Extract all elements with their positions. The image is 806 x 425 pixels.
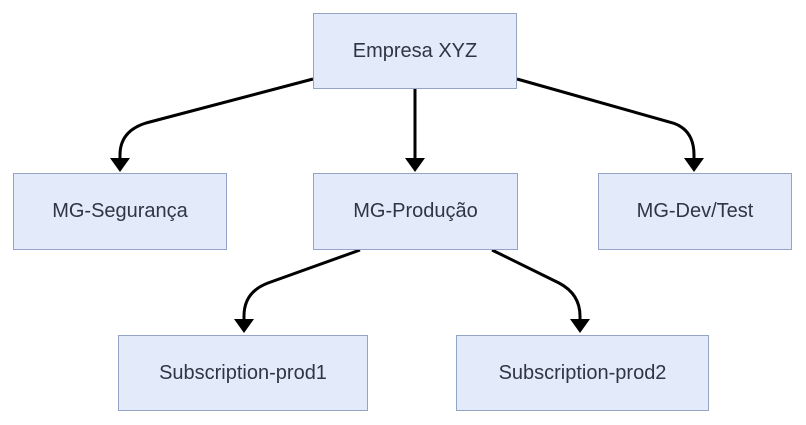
node-mg-devtest: MG-Dev/Test — [598, 173, 792, 250]
arrowhead-mg-devtest — [684, 158, 704, 172]
node-mg-seguranca: MG-Segurança — [13, 173, 227, 250]
node-label: MG-Segurança — [52, 200, 188, 222]
arrowhead-sub2 — [570, 319, 590, 333]
node-label: MG-Produção — [353, 200, 478, 222]
edge-producao-to-sub2 — [491, 248, 582, 322]
arrowhead-mg-producao — [405, 158, 425, 172]
node-label: Subscription-prod1 — [159, 361, 327, 384]
node-label: Subscription-prod2 — [498, 361, 667, 384]
edge-root-to-mg-seguranca — [118, 77, 314, 161]
edge-root-to-mg-devtest — [516, 77, 696, 161]
node-subscription-prod1: Subscription-prod1 — [118, 335, 368, 411]
node-mg-producao: MG-Produção — [313, 173, 518, 250]
edge-producao-to-sub1 — [242, 248, 361, 322]
arrowhead-mg-seguranca — [110, 158, 130, 172]
node-subscription-prod2: Subscription-prod2 — [456, 335, 709, 411]
node-empresa-xyz: Empresa XYZ — [313, 13, 517, 89]
node-label: MG-Dev/Test — [636, 200, 754, 222]
node-label: Empresa XYZ — [352, 39, 478, 62]
arrowhead-sub1 — [234, 319, 254, 333]
